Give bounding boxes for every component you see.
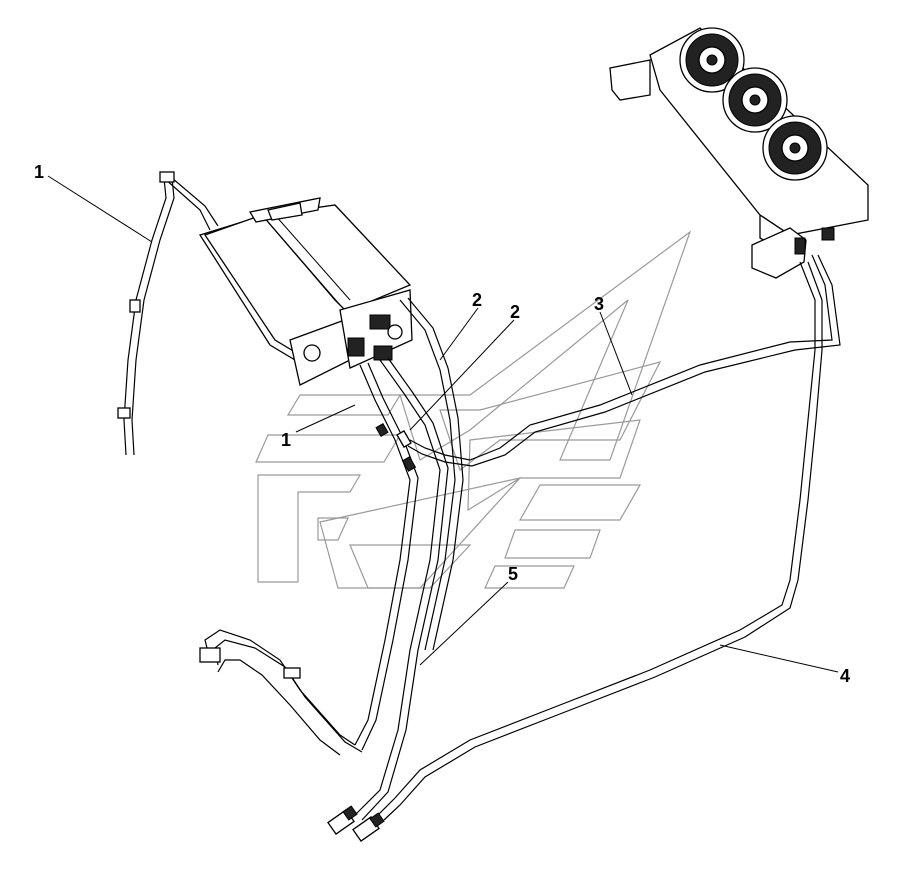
leader-4	[719, 644, 839, 673]
callout-5: 5	[508, 564, 518, 584]
leader-5	[419, 581, 509, 666]
hose-loop-left	[199, 629, 363, 756]
leader-2a	[439, 307, 479, 361]
leader-3	[599, 311, 633, 396]
hoses-2-5	[354, 297, 464, 821]
hose-4	[377, 261, 823, 821]
fan-bottom	[762, 115, 828, 181]
evaporator-unit	[198, 197, 413, 386]
fittings-evaporator	[375, 422, 417, 472]
fan-top	[679, 27, 745, 93]
callout-2a: 2	[472, 290, 482, 310]
callout-leaders	[47, 175, 839, 673]
hose-1-drain	[117, 171, 219, 456]
callout-1b: 1	[281, 430, 291, 450]
leader-1a	[47, 175, 153, 243]
fan-middle	[722, 67, 788, 133]
callout-labels: 1 1 2 2 3 4 5	[34, 162, 850, 686]
leader-1b	[295, 404, 356, 433]
callout-1a: 1	[34, 162, 44, 182]
leader-2b	[409, 319, 515, 431]
bottom-fittings	[327, 805, 385, 842]
hose-3	[407, 254, 841, 467]
condenser-unit	[609, 27, 869, 279]
callout-2b: 2	[510, 302, 520, 322]
callout-3: 3	[594, 294, 604, 314]
callout-4: 4	[840, 666, 850, 686]
